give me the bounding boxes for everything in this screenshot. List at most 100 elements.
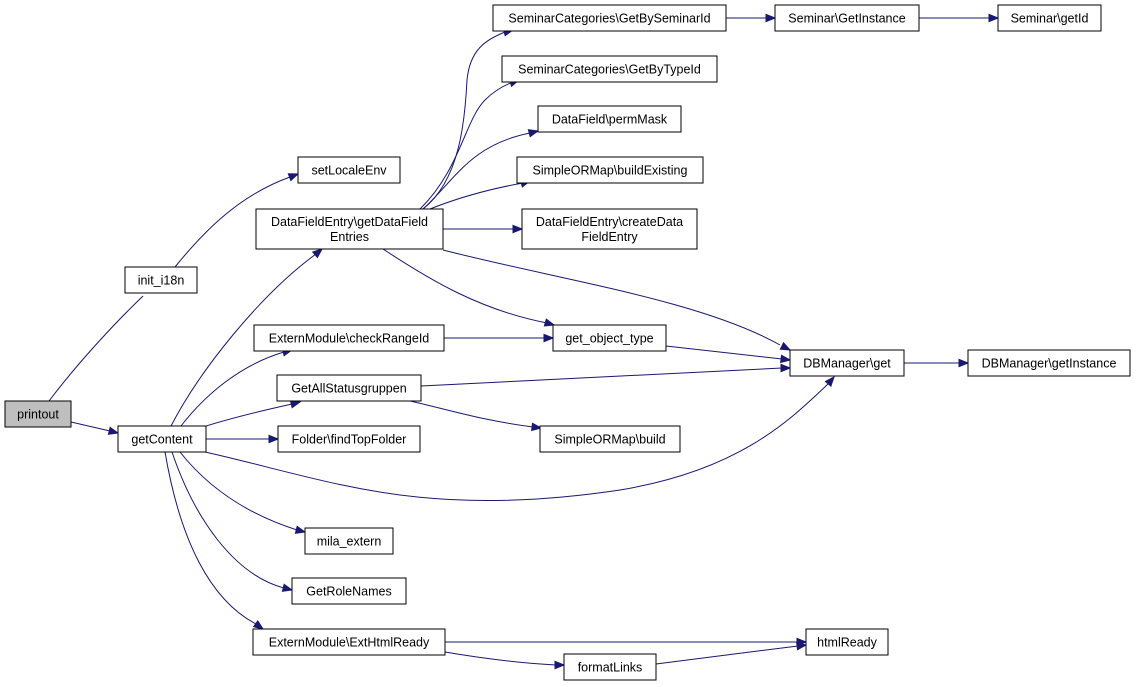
edge-getContent-to-findTopFolder xyxy=(206,434,280,444)
edge-line xyxy=(170,253,317,427)
edge-printout-to-init_i18n xyxy=(48,295,144,402)
edge-arrow-icon xyxy=(512,224,524,234)
node-getByTypeId[interactable]: SeminarCategories\GetByTypeId xyxy=(501,55,718,83)
edge-arrow-icon xyxy=(287,173,300,182)
node-extHtmlReady[interactable]: ExternModule\ExtHtmlReady xyxy=(252,628,446,656)
node-setLocaleEnv[interactable]: setLocaleEnv xyxy=(297,156,401,184)
edge-line xyxy=(174,176,291,268)
node-box xyxy=(4,400,72,428)
edge-arrow-icon xyxy=(958,358,970,368)
node-label: get_object_type xyxy=(565,332,653,346)
node-label: DBManager\get xyxy=(803,357,891,371)
node-sormBuild[interactable]: SimpleORMap\build xyxy=(539,425,681,453)
node-htmlReady[interactable]: htmlReady xyxy=(805,628,889,656)
node-mila_extern[interactable]: mila_extern xyxy=(304,527,394,555)
node-formatLinks[interactable]: formatLinks xyxy=(563,653,657,681)
edge-checkRangeId-to-get_object_type xyxy=(444,333,555,343)
edge-getBySeminarId-to-seminarGetInstance xyxy=(726,13,777,23)
edge-line xyxy=(382,248,548,324)
node-dbGetInstance[interactable]: DBManager\getInstance xyxy=(967,349,1131,377)
edge-getAllStatusgruppen-to-sormBuild xyxy=(409,400,543,432)
edge-getContent-to-getDataFieldEntries xyxy=(170,248,324,427)
node-label: Entries xyxy=(330,230,369,244)
node-getAllStatusgruppen[interactable]: GetAllStatusgruppen xyxy=(276,374,422,402)
edge-line xyxy=(204,383,829,502)
node-label: Seminar\GetInstance xyxy=(788,12,905,26)
node-label: SimpleORMap\buildExisting xyxy=(533,164,688,178)
edge-line xyxy=(419,81,514,210)
node-box xyxy=(537,105,682,133)
node-findTopFolder[interactable]: Folder\findTopFolder xyxy=(277,425,421,453)
edge-getDataFieldEntries-to-getBySeminarId xyxy=(422,28,515,210)
edge-getDataFieldEntries-to-getByTypeId xyxy=(419,78,521,210)
node-label: GetRoleNames xyxy=(306,585,391,599)
node-label: GetAllStatusgruppen xyxy=(291,382,406,396)
edge-getDataFieldEntries-to-buildExisting xyxy=(429,179,532,210)
edge-arrow-icon xyxy=(824,375,835,388)
node-box xyxy=(805,628,889,656)
node-buildExisting[interactable]: SimpleORMap\buildExisting xyxy=(516,156,704,184)
node-box xyxy=(252,628,446,656)
node-getContent[interactable]: getContent xyxy=(117,425,207,453)
edge-line xyxy=(422,132,531,210)
node-get_object_type[interactable]: get_object_type xyxy=(552,324,667,352)
edge-init_i18n-to-setLocaleEnv xyxy=(174,173,300,268)
node-box xyxy=(277,425,421,453)
edge-getContent-to-dbGet xyxy=(204,375,835,502)
edge-line xyxy=(422,31,506,210)
node-getBySeminarId[interactable]: SeminarCategories\GetBySeminarId xyxy=(492,4,727,32)
edge-arrow-icon xyxy=(294,525,307,534)
node-label: htmlReady xyxy=(817,636,877,650)
edge-line xyxy=(199,403,293,429)
edge-arrow-icon xyxy=(107,426,120,435)
node-label: init_i18n xyxy=(138,274,185,288)
edge-line xyxy=(179,451,298,531)
edge-arrow-icon xyxy=(281,583,294,592)
edge-arrow-icon xyxy=(779,341,792,351)
node-permMask[interactable]: DataField\permMask xyxy=(537,105,682,133)
edge-arrow-icon xyxy=(543,318,556,327)
edge-seminarGetInstance-to-seminarGetId xyxy=(919,13,1000,23)
node-label: SeminarCategories\GetByTypeId xyxy=(518,63,701,77)
node-box xyxy=(997,4,1102,32)
node-label: printout xyxy=(17,408,59,422)
node-box xyxy=(297,156,401,184)
edge-line xyxy=(655,645,799,665)
node-printout[interactable]: printout xyxy=(4,400,72,428)
edge-line xyxy=(180,351,285,427)
node-label: ExternModule\ExtHtmlReady xyxy=(269,636,430,650)
node-box xyxy=(967,349,1131,377)
node-label: FieldEntry xyxy=(581,230,638,244)
node-box xyxy=(521,208,698,250)
node-box xyxy=(124,266,198,294)
node-box xyxy=(117,425,207,453)
edge-get_object_type-to-dbGet xyxy=(665,345,792,364)
node-box xyxy=(255,208,444,250)
edge-layer xyxy=(48,13,1000,670)
edge-line xyxy=(665,345,783,360)
node-checkRangeId[interactable]: ExternModule\checkRangeId xyxy=(253,324,445,352)
node-init_i18n[interactable]: init_i18n xyxy=(124,266,198,294)
node-seminarGetInstance[interactable]: Seminar\GetInstance xyxy=(774,4,920,32)
edge-line xyxy=(48,295,144,402)
node-seminarGetId[interactable]: Seminar\getId xyxy=(997,4,1102,32)
node-box xyxy=(276,374,422,402)
edge-arrow-icon xyxy=(527,129,540,138)
node-getRoleNames[interactable]: GetRoleNames xyxy=(291,577,407,605)
edge-extHtmlReady-to-formatLinks xyxy=(444,651,566,670)
edge-getDataFieldEntries-to-dbGet xyxy=(442,249,792,351)
edge-getContent-to-checkRangeId xyxy=(180,348,294,427)
edge-arrow-icon xyxy=(780,354,792,364)
node-box xyxy=(552,324,667,352)
node-layer: printoutinit_i18ngetContentsetLocaleEnvD… xyxy=(4,4,1131,681)
node-dbGet[interactable]: DBManager\get xyxy=(789,349,905,377)
edge-line xyxy=(442,249,781,346)
node-label: DataFieldEntry\getDataField xyxy=(271,215,428,229)
node-label: DataFieldEntry\createData xyxy=(536,215,683,229)
node-label: SeminarCategories\GetBySeminarId xyxy=(508,12,710,26)
edge-printout-to-getContent xyxy=(70,421,120,435)
edge-extHtmlReady-to-htmlReady xyxy=(445,637,808,647)
